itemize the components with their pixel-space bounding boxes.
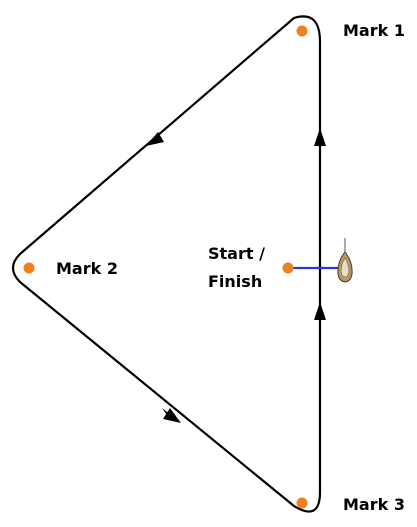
down-left-arrow-icon	[146, 132, 164, 146]
course-line	[11, 15, 322, 513]
finish-label: Finish	[208, 272, 262, 291]
mark-3-label: Mark 3	[343, 495, 405, 514]
mark-1-label: Mark 1	[343, 21, 405, 40]
mark-2-buoy-dot-icon	[23, 262, 35, 274]
mark-3-buoy-dot-icon	[296, 497, 308, 509]
mark-2-label: Mark 2	[56, 259, 118, 278]
sailboat-icon	[337, 238, 353, 283]
mark-1-buoy-dot-icon	[296, 25, 308, 37]
start-label: Start /	[208, 244, 265, 263]
up-arrow-icon	[314, 128, 326, 146]
start-pin-buoy-dot-icon	[282, 262, 294, 274]
up-arrow-icon	[314, 302, 326, 320]
down-right-arrow-icon	[163, 408, 181, 423]
